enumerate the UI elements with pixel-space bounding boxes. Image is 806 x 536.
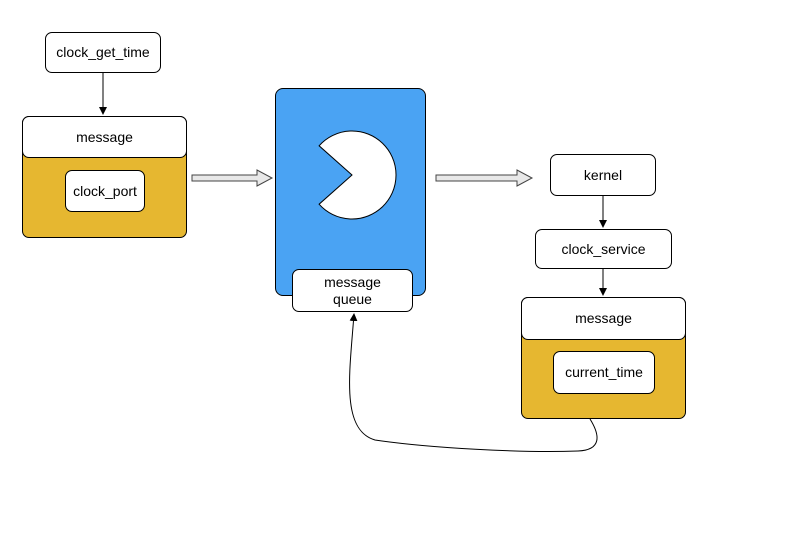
clock-service-label: clock_service [561, 240, 646, 257]
current-time-field: current_time [553, 351, 655, 394]
message-queue-label-line2: queue [333, 290, 372, 307]
clock-get-time-label: clock_get_time [56, 44, 150, 60]
current-time-label: current_time [565, 364, 643, 380]
right-message-header: message [521, 297, 686, 340]
message-queue-label-line1: message [324, 273, 381, 290]
message-queue-label-box: message queue [292, 269, 413, 312]
left-message-header-label: message [76, 128, 133, 145]
flow-arrow-to-queue [191, 169, 274, 187]
left-message-header: message [22, 116, 187, 158]
clock-service-node: clock_service [535, 229, 672, 269]
clock-port-label: clock_port [73, 182, 137, 199]
clock-get-time-node: clock_get_time [45, 32, 161, 73]
kernel-label: kernel [583, 166, 623, 183]
return-arrow-to-queue [349, 313, 598, 452]
right-message-header-label: message [575, 310, 632, 326]
clock-port-field: clock_port [65, 170, 145, 212]
flow-arrow-to-kernel [435, 169, 534, 187]
pacman-icon [318, 130, 397, 220]
kernel-node: kernel [550, 154, 656, 196]
